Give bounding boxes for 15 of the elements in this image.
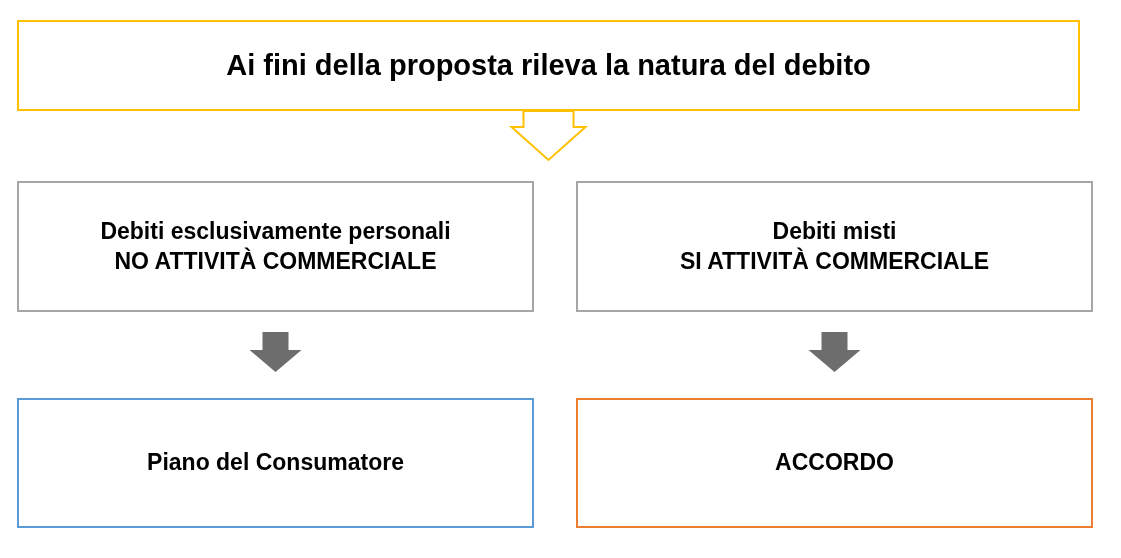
process-box xyxy=(17,20,1080,111)
box-text: NO ATTIVITÀ COMMERCIALE xyxy=(114,246,437,276)
box-text: Debiti misti xyxy=(772,216,897,246)
box-text: Piano del Consumatore xyxy=(147,448,404,478)
block-arrow xyxy=(808,332,861,372)
box-text: SI ATTIVITÀ COMMERCIALE xyxy=(679,246,990,276)
process-box xyxy=(576,398,1093,528)
process-box xyxy=(576,181,1093,312)
box-text: Ai fini della proposta rileva la natura del debito xyxy=(226,47,871,83)
process-box xyxy=(17,398,534,528)
box-text: Debiti esclusivamente personali xyxy=(100,216,451,246)
box-text: ACCORDO xyxy=(775,448,894,478)
block-arrow xyxy=(508,110,589,162)
process-box xyxy=(17,181,534,312)
block-arrow xyxy=(249,332,302,372)
